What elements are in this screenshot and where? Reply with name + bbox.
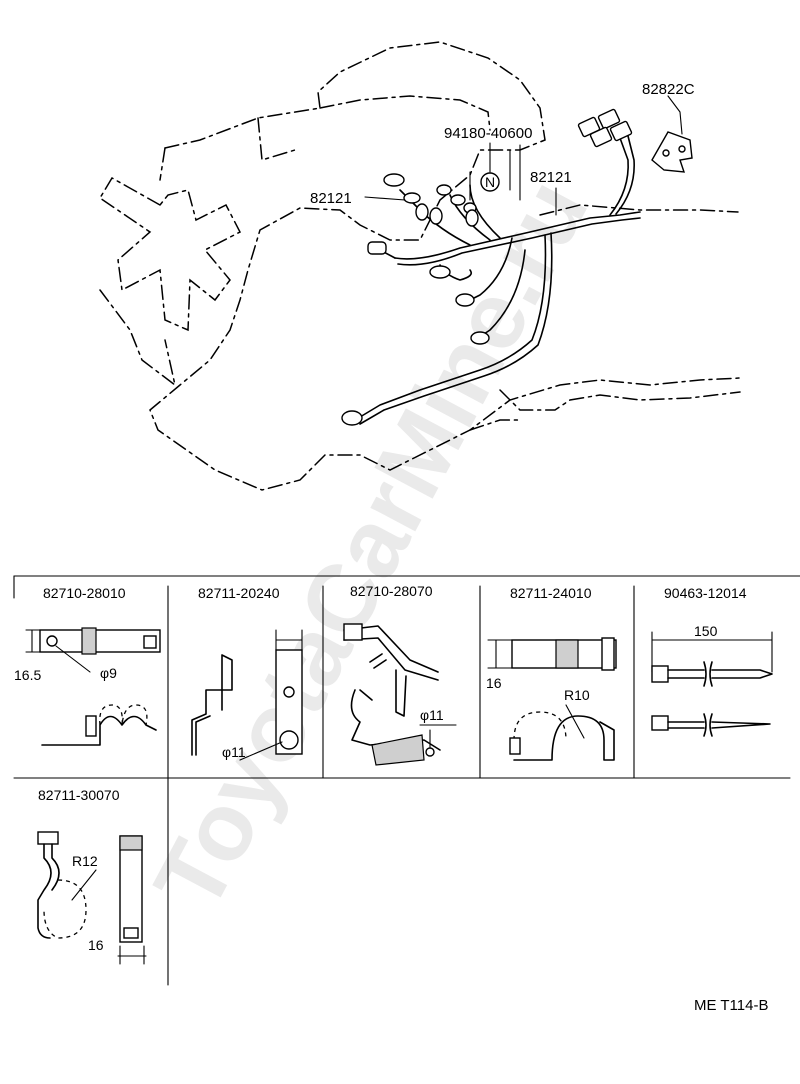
bracket-82822C [651,131,693,173]
part-cell-90463-12014: 90463-12014 150 [651,585,773,737]
cooling-fan-outline [98,176,242,387]
callout-82121-right: 82121 [530,169,572,186]
callout-94180-40600: 94180-40600 [444,125,532,142]
parts-table: 82710-28010 16.5 φ9 82711-20240 φ11 [13,575,800,986]
transmission-outline [539,204,739,216]
harness-connectors [341,108,633,426]
dim-16: 16 [88,937,104,953]
part-cell-82711-24010: 82711-24010 16 R10 [486,585,617,761]
svg-text:N: N [485,174,495,190]
dim-150: 150 [694,623,718,639]
part-cell-82711-30070: 82711-30070 R12 16 [37,787,147,965]
dim-phi11: φ11 [222,744,246,760]
watermark: ToyotaCarMine.ru [134,162,608,927]
part-number: 82711-20240 [198,585,280,601]
part-number: 82711-24010 [510,585,592,601]
part-number: 82710-28010 [43,585,126,601]
part-number: 82710-28070 [350,583,433,599]
dim-phi9: φ9 [100,665,117,681]
wire-harness [354,135,641,425]
dim-R12: R12 [72,853,98,869]
part-number: 90463-12014 [664,585,747,601]
part-cell-82710-28070: 82710-28070 φ11 [343,583,457,766]
dim-R10: R10 [564,687,590,703]
svg-text:ToyotaCarMine.ru: ToyotaCarMine.ru [134,162,608,927]
engine-overview: N 82822C 94180-40600 82121 82121 [98,41,741,491]
dim-16: 16 [486,675,502,691]
dim-phi11: φ11 [420,707,444,723]
dim-16-5: 16.5 [14,667,41,683]
part-cell-82711-20240: 82711-20240 φ11 [191,585,303,761]
engine-block-outline [149,41,741,491]
figure-code: ME T114-B [694,997,768,1014]
callout-82121-left: 82121 [310,190,352,207]
nut-94180-40600: N [480,172,500,192]
part-number: 82711-30070 [38,787,120,803]
callout-82822C: 82822C [642,81,695,98]
part-cell-82710-28010: 82710-28010 16.5 φ9 [14,585,161,746]
